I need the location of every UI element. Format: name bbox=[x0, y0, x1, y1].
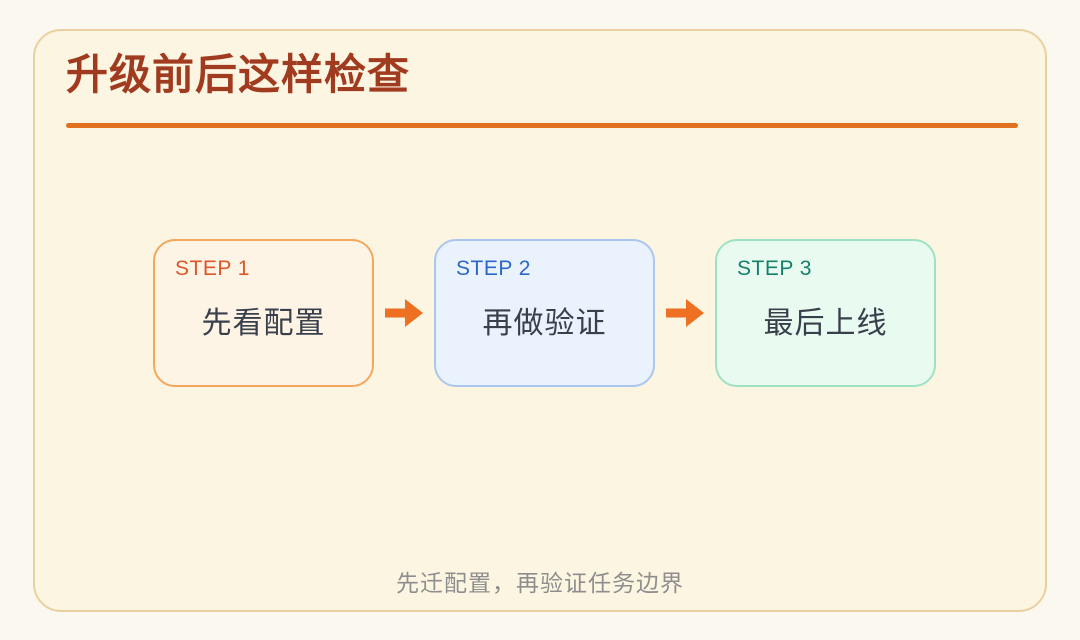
step-card-2: STEP 2 再做验证 bbox=[434, 239, 655, 387]
content-card: 升级前后这样检查 STEP 1 先看配置 STEP 2 再做验证 STEP 3 … bbox=[33, 29, 1047, 612]
right-arrow-icon bbox=[385, 299, 423, 327]
step-text: 再做验证 bbox=[482, 307, 607, 340]
title-underline bbox=[66, 123, 1018, 128]
step-text: 先看配置 bbox=[201, 307, 326, 340]
footer-note: 先迁配置，再验证任务边界 bbox=[396, 570, 684, 596]
right-arrow-icon bbox=[666, 299, 704, 327]
steps-row: STEP 1 先看配置 STEP 2 再做验证 STEP 3 最后上线 bbox=[153, 239, 936, 387]
step-label: STEP 3 bbox=[737, 257, 812, 280]
step-card-3: STEP 3 最后上线 bbox=[715, 239, 936, 387]
step-text: 最后上线 bbox=[763, 307, 888, 340]
step-label: STEP 1 bbox=[175, 257, 250, 280]
step-label: STEP 2 bbox=[456, 257, 531, 280]
page-title: 升级前后这样检查 bbox=[66, 51, 411, 98]
step-card-1: STEP 1 先看配置 bbox=[153, 239, 374, 387]
